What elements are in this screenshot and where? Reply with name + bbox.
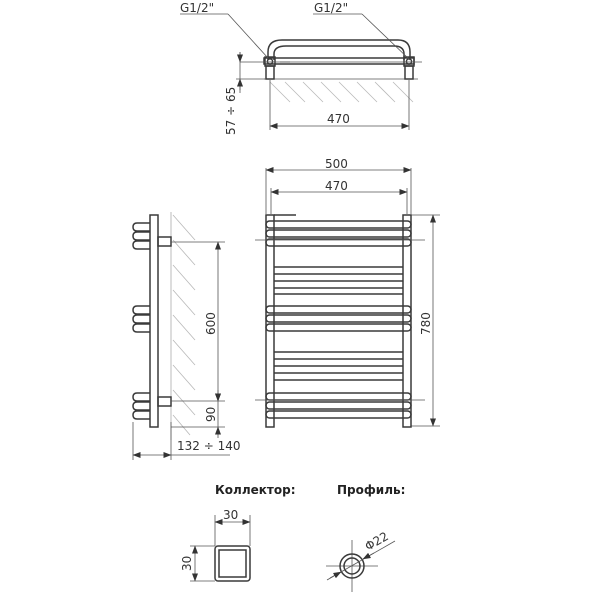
profile-section: [326, 540, 396, 592]
side-view: [132, 212, 230, 460]
axis-height-label: 600: [204, 312, 218, 335]
bar-group-top: [265, 220, 412, 247]
depth-label: 132 ÷ 140: [177, 439, 241, 453]
bar-set-1: [274, 266, 403, 295]
collector-title: Коллектор:: [215, 483, 296, 497]
bar-group-bottom: [265, 392, 412, 419]
connector-left-label: G1/2": [180, 1, 214, 15]
top-view: [180, 13, 422, 130]
side-collector: [149, 214, 159, 428]
front-view: [255, 167, 440, 428]
top-width-label: 470: [327, 112, 350, 126]
wall-distance-label: 57 ÷ 65: [224, 87, 238, 135]
rail-inner: [273, 45, 405, 60]
overall-height-label: 780: [419, 312, 433, 335]
square-tube-outer: [214, 545, 251, 582]
right-collector: [402, 214, 412, 428]
bar-group-middle: [265, 305, 412, 332]
wall-hatch-top: [264, 78, 418, 103]
left-collector: [265, 214, 275, 428]
round-tube-inner: [343, 557, 361, 575]
round-tube-outer: [339, 553, 365, 579]
bracket-bottom: [157, 396, 172, 407]
rail-outer: [267, 39, 411, 60]
bracket-top: [157, 236, 172, 247]
collector-width-label: 30: [223, 508, 238, 522]
collector-bar-top: [263, 57, 415, 65]
collector-height-label: 30: [180, 556, 194, 571]
axis-width-label: 470: [325, 179, 348, 193]
side-bar-loops: [132, 222, 150, 420]
bar-set-2: [274, 351, 403, 381]
square-tube-inner: [218, 549, 247, 578]
profile-diameter-label: Φ22: [363, 529, 391, 553]
overall-width-label: 500: [325, 157, 348, 171]
collector-section: [190, 515, 251, 582]
profile-title: Профиль:: [337, 483, 405, 497]
connector-right-label: G1/2": [314, 1, 348, 15]
wall-hatch-side: [172, 214, 196, 436]
bottom-offset-label: 90: [204, 407, 218, 422]
